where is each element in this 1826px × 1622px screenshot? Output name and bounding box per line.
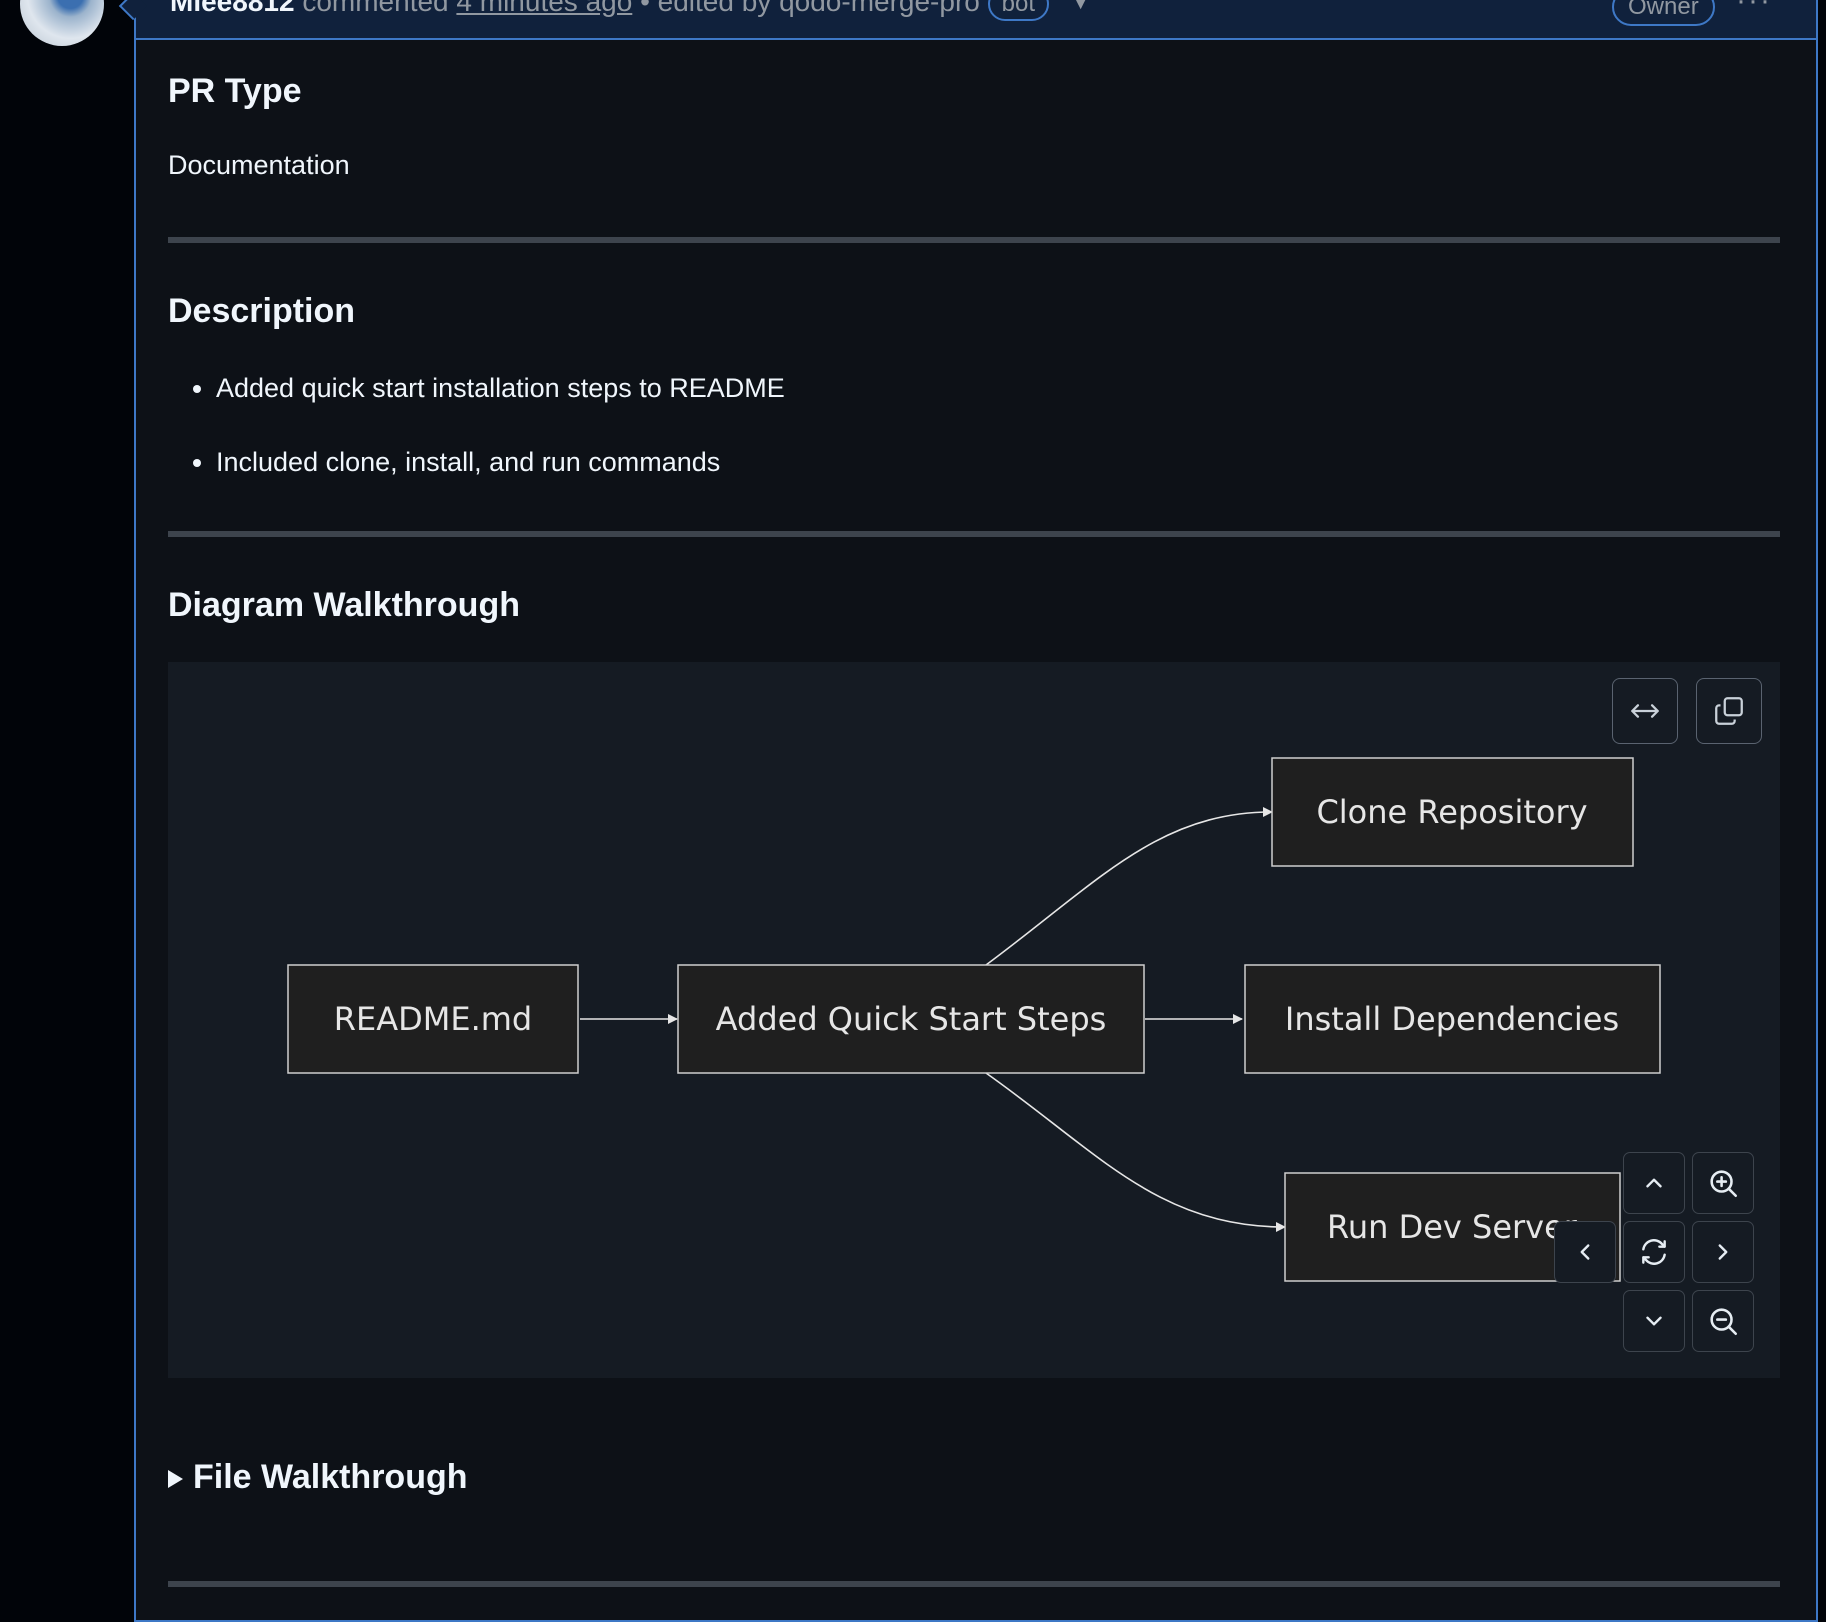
diagram-heading: Diagram Walkthrough bbox=[168, 586, 520, 624]
timestamp-link[interactable]: 4 minutes ago bbox=[456, 0, 633, 17]
zoom-in-button[interactable] bbox=[1692, 1152, 1754, 1214]
list-item: Added quick start installation steps to … bbox=[216, 371, 785, 445]
copy-button[interactable] bbox=[1696, 678, 1762, 744]
pan-down-button[interactable] bbox=[1623, 1290, 1685, 1352]
node-quick-start-label: Added Quick Start Steps bbox=[716, 1000, 1107, 1038]
owner-badge: Owner bbox=[1612, 0, 1715, 26]
zoom-out-button[interactable] bbox=[1692, 1290, 1754, 1352]
edited-by[interactable]: • edited by qodo-merge-pro bbox=[640, 0, 980, 17]
divider bbox=[168, 1581, 1780, 1587]
edit-history-chevron-down-icon[interactable]: ▼ bbox=[1070, 0, 1091, 15]
disclosure-triangle-icon bbox=[168, 1470, 183, 1489]
pan-left-button[interactable] bbox=[1554, 1221, 1616, 1283]
reset-view-button[interactable] bbox=[1623, 1221, 1685, 1283]
kebab-menu-icon[interactable]: ··· bbox=[1736, 0, 1772, 17]
expand-button[interactable] bbox=[1612, 678, 1678, 744]
node-clone-label: Clone Repository bbox=[1316, 793, 1587, 831]
node-install-label: Install Dependencies bbox=[1285, 1000, 1619, 1038]
pan-right-button[interactable] bbox=[1692, 1221, 1754, 1283]
node-readme: README.md bbox=[287, 964, 579, 1074]
divider bbox=[168, 237, 1780, 243]
node-quick-start: Added Quick Start Steps bbox=[677, 964, 1145, 1074]
pan-up-button[interactable] bbox=[1623, 1152, 1685, 1214]
node-run-label: Run Dev Server bbox=[1327, 1208, 1578, 1246]
edge-quickstart-to-run bbox=[985, 1072, 1286, 1232]
description-heading: Description bbox=[168, 292, 356, 330]
pr-type-heading: PR Type bbox=[168, 72, 302, 110]
arrows-horizontal-icon bbox=[1631, 704, 1659, 718]
node-readme-label: README.md bbox=[334, 1000, 532, 1038]
pr-type-value: Documentation bbox=[168, 150, 350, 180]
node-clone: Clone Repository bbox=[1271, 757, 1634, 867]
diagram-container[interactable]: README.md Added Quick Start Steps Clone … bbox=[168, 662, 1780, 1378]
divider bbox=[168, 531, 1780, 537]
chevron-right-icon bbox=[1718, 1244, 1728, 1260]
description-list: Added quick start installation steps to … bbox=[168, 371, 785, 519]
file-walkthrough-heading: File Walkthrough bbox=[193, 1458, 468, 1496]
chevron-up-icon bbox=[1646, 1178, 1662, 1188]
diagram-svg: README.md Added Quick Start Steps Clone … bbox=[287, 757, 1661, 1282]
edge-quickstart-to-clone bbox=[985, 807, 1273, 966]
list-item: Included clone, install, and run command… bbox=[216, 445, 785, 519]
sync-icon bbox=[1642, 1239, 1666, 1265]
zoom-in-icon bbox=[1710, 1170, 1738, 1198]
zoom-out-icon bbox=[1710, 1308, 1738, 1336]
file-walkthrough-toggle[interactable]: File Walkthrough bbox=[168, 1458, 468, 1497]
chevron-down-icon bbox=[1646, 1316, 1662, 1326]
comment-pointer bbox=[118, 0, 148, 21]
comment-meta: Mlee8812 commented 4 minutes ago • edite… bbox=[170, 0, 1091, 21]
comment-action: commented bbox=[302, 0, 449, 17]
chevron-left-icon bbox=[1580, 1244, 1590, 1260]
copy-icon bbox=[1715, 697, 1743, 725]
comment-header: Mlee8812 commented 4 minutes ago • edite… bbox=[118, 0, 1816, 40]
avatar[interactable] bbox=[20, 0, 104, 46]
comment-body: PR Type Documentation Description Added … bbox=[168, 0, 1780, 1598]
author-link[interactable]: Mlee8812 bbox=[170, 0, 295, 17]
node-install: Install Dependencies bbox=[1244, 964, 1661, 1074]
